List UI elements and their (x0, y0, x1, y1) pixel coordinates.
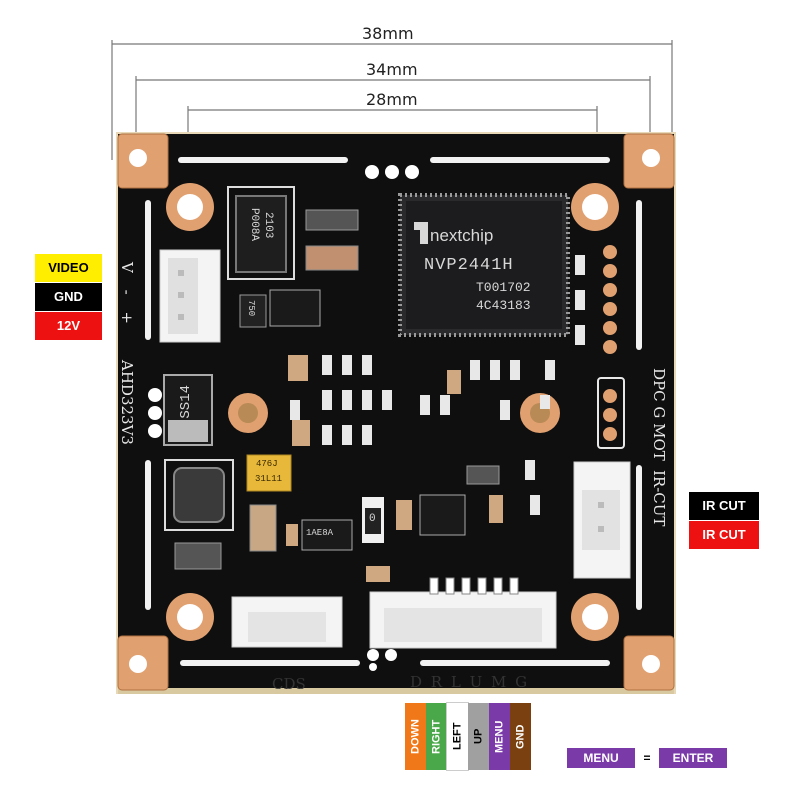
cap-marking-2: 31L11 (255, 474, 283, 484)
button-tag-down: DOWN (405, 703, 426, 770)
dimension-middle-label: 34mm (366, 60, 418, 79)
ircut-tag-1: IR CUT (689, 492, 759, 520)
chip-brand: nextchip (430, 226, 494, 245)
power-tag-12v: 12V (35, 312, 102, 340)
power-tag-gnd: GND (35, 283, 102, 311)
legend-enter: ENTER (659, 748, 727, 768)
chip-model: NVP2441H (424, 256, 514, 275)
diode-marking-1: P008A (248, 208, 260, 242)
silk-cds: CDS (272, 675, 306, 693)
button-tag-gnd: GND (510, 703, 531, 770)
chip-line2: 4C43183 (476, 298, 531, 313)
silk-keys: D R L U M G (410, 673, 530, 691)
silk-right-labels: DPC G MOT (650, 368, 668, 461)
chip-line1: T001702 (476, 280, 531, 295)
button-tag-up: UP (468, 703, 489, 770)
button-tag-right: RIGHT (426, 703, 447, 770)
cap-marking-1: 476J (256, 459, 278, 469)
ic-750-marking: 750 (246, 300, 256, 317)
silk-power-pins: V - + (118, 262, 136, 331)
button-tag-left: LEFT (446, 702, 469, 771)
button-tag-menu: MENU (489, 703, 510, 770)
legend-menu: MENU (567, 748, 635, 768)
power-tag-video: VIDEO (35, 254, 102, 282)
resistor-marking: 0 (369, 513, 376, 525)
legend-equals: = (635, 748, 659, 768)
dimension-inner-label: 28mm (366, 90, 418, 109)
dimension-outer-label: 38mm (362, 24, 414, 43)
small-ic-marking: 1AE8A (306, 528, 334, 538)
ss14-marking: SS14 (178, 385, 194, 419)
ircut-tag-2: IR CUT (689, 521, 759, 549)
silk-ircut: IR-CUT (650, 470, 668, 527)
diode-marking-2: 2103 (262, 212, 274, 239)
silk-board-name: AHD323V3 (118, 360, 136, 445)
